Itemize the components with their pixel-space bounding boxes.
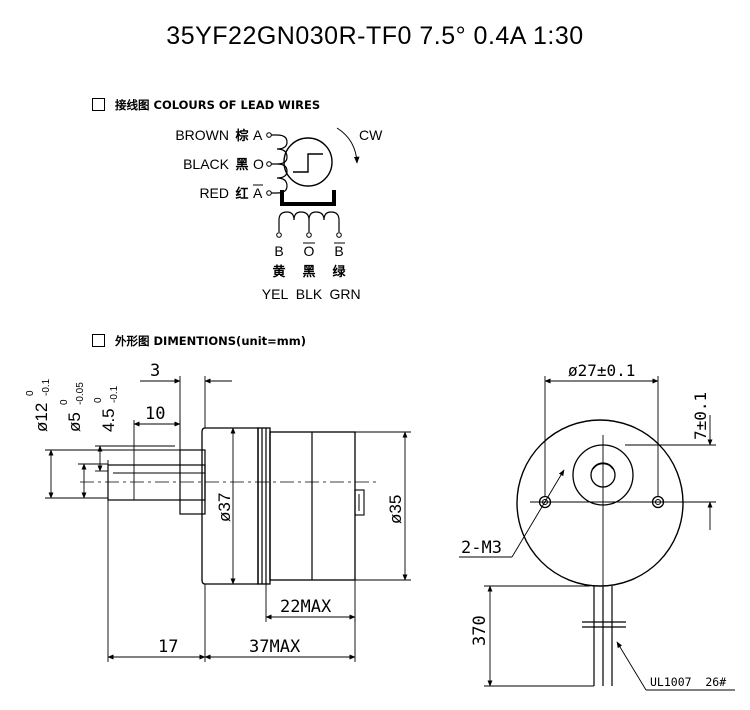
terminal-dot [266, 132, 272, 138]
dim-10-label: 10 [145, 404, 165, 424]
lead-sym-a: A [253, 127, 263, 143]
dim-d37-label: ø37 [215, 493, 234, 522]
dim-m3-label: 2-M3 [461, 538, 502, 558]
wiring-section-title: 接线图 COLOURS OF LEAD WIRES [115, 98, 321, 112]
lead-cn-brown: 棕 [234, 128, 248, 144]
dim-d45-sup: 0 [93, 397, 104, 403]
dim-d12-sup: 0 [25, 390, 36, 396]
lead-cn-black: 黑 [235, 158, 248, 173]
rotor-circle [283, 137, 333, 187]
lead-sym-b-bar: B [334, 243, 343, 259]
lead-cn-black: 黑 [302, 265, 315, 280]
lead-label-grn: GRN [329, 286, 360, 302]
lead-label-blk: BLK [296, 286, 323, 302]
dim-d12-label: ø12 [32, 403, 51, 432]
coil-a [271, 134, 288, 194]
terminal-dot [336, 232, 342, 238]
dim-d35-label: ø35 [386, 495, 405, 524]
lead-cn-red: 红 [235, 186, 248, 202]
terminal-dot [306, 232, 312, 238]
lead-cn-green: 绿 [332, 264, 346, 280]
rear-boss [354, 489, 365, 516]
side-dim-labels: ø12 0 -0.1 ø5 0 -0.05 4.5 0 -0.1 3 10 ø3… [25, 361, 405, 657]
dimension-section-heading: 外形图 DIMENTIONS(unit=mm) [92, 333, 306, 349]
cw-arrow-icon [336, 127, 360, 164]
cw-label: CW [359, 127, 383, 143]
wiring-diagram: BROWN 棕 A BLACK 黑 O RED 红 A CW [175, 127, 383, 302]
lead-sym-a-bar: A [253, 185, 263, 201]
dim-370-label: 370 [470, 615, 490, 646]
dim-d45-label: 4.5 [99, 408, 118, 432]
m3-leader [511, 469, 565, 558]
dim-d5-sub: -0.05 [75, 382, 86, 405]
front-dim-labels: ø27±0.1 7±0.1 2-M3 370 UL1007 26# [461, 361, 726, 689]
lead-sym-b: B [274, 243, 283, 259]
wire-spec-label: UL1007 26# [650, 675, 726, 689]
lead-label-brown: BROWN [175, 127, 229, 143]
front-view [516, 419, 684, 686]
ul-leader [616, 641, 647, 691]
lead-label-black: BLACK [183, 156, 230, 172]
terminal-dot [276, 232, 282, 238]
dim-d27-label: ø27±0.1 [568, 361, 635, 380]
dim-d5-sup: 0 [59, 399, 70, 405]
dim-22-label: 22MAX [280, 597, 332, 617]
lead-label-red: RED [199, 185, 229, 201]
lead-sym-o: O [253, 156, 264, 172]
checkbox-icon [92, 334, 105, 347]
dim-d45-sub: -0.1 [109, 385, 120, 403]
dim-3-label: 3 [150, 361, 160, 381]
dim-d12-sub: -0.1 [41, 378, 52, 396]
dim-37-label: 37MAX [249, 637, 301, 657]
gearbox-flange [257, 427, 271, 585]
lead-sym-o-bar: O [304, 243, 315, 259]
wiring-section-heading: 接线图 COLOURS OF LEAD WIRES [92, 97, 320, 113]
terminal-dot [266, 161, 272, 167]
dim-7-label: 7±0.1 [691, 392, 710, 440]
stator-bracket [280, 190, 336, 206]
checkbox-icon [92, 98, 105, 111]
dimension-section-title: 外形图 DIMENTIONS(unit=mm) [115, 334, 306, 348]
front-dimensions [459, 376, 735, 691]
side-dimensions [45, 376, 411, 662]
lead-label-yel: YEL [262, 286, 289, 302]
front-outline [516, 419, 684, 587]
step-symbol [293, 153, 323, 173]
terminal-dot [266, 190, 272, 196]
page-title: 35YF22GN030R-TF0 7.5° 0.4A 1:30 [166, 22, 584, 50]
shaft [107, 464, 206, 501]
dim-d5-label: ø5 [65, 412, 84, 432]
dim-17-label: 17 [158, 637, 178, 657]
lead-cn-yellow: 黄 [272, 264, 285, 280]
